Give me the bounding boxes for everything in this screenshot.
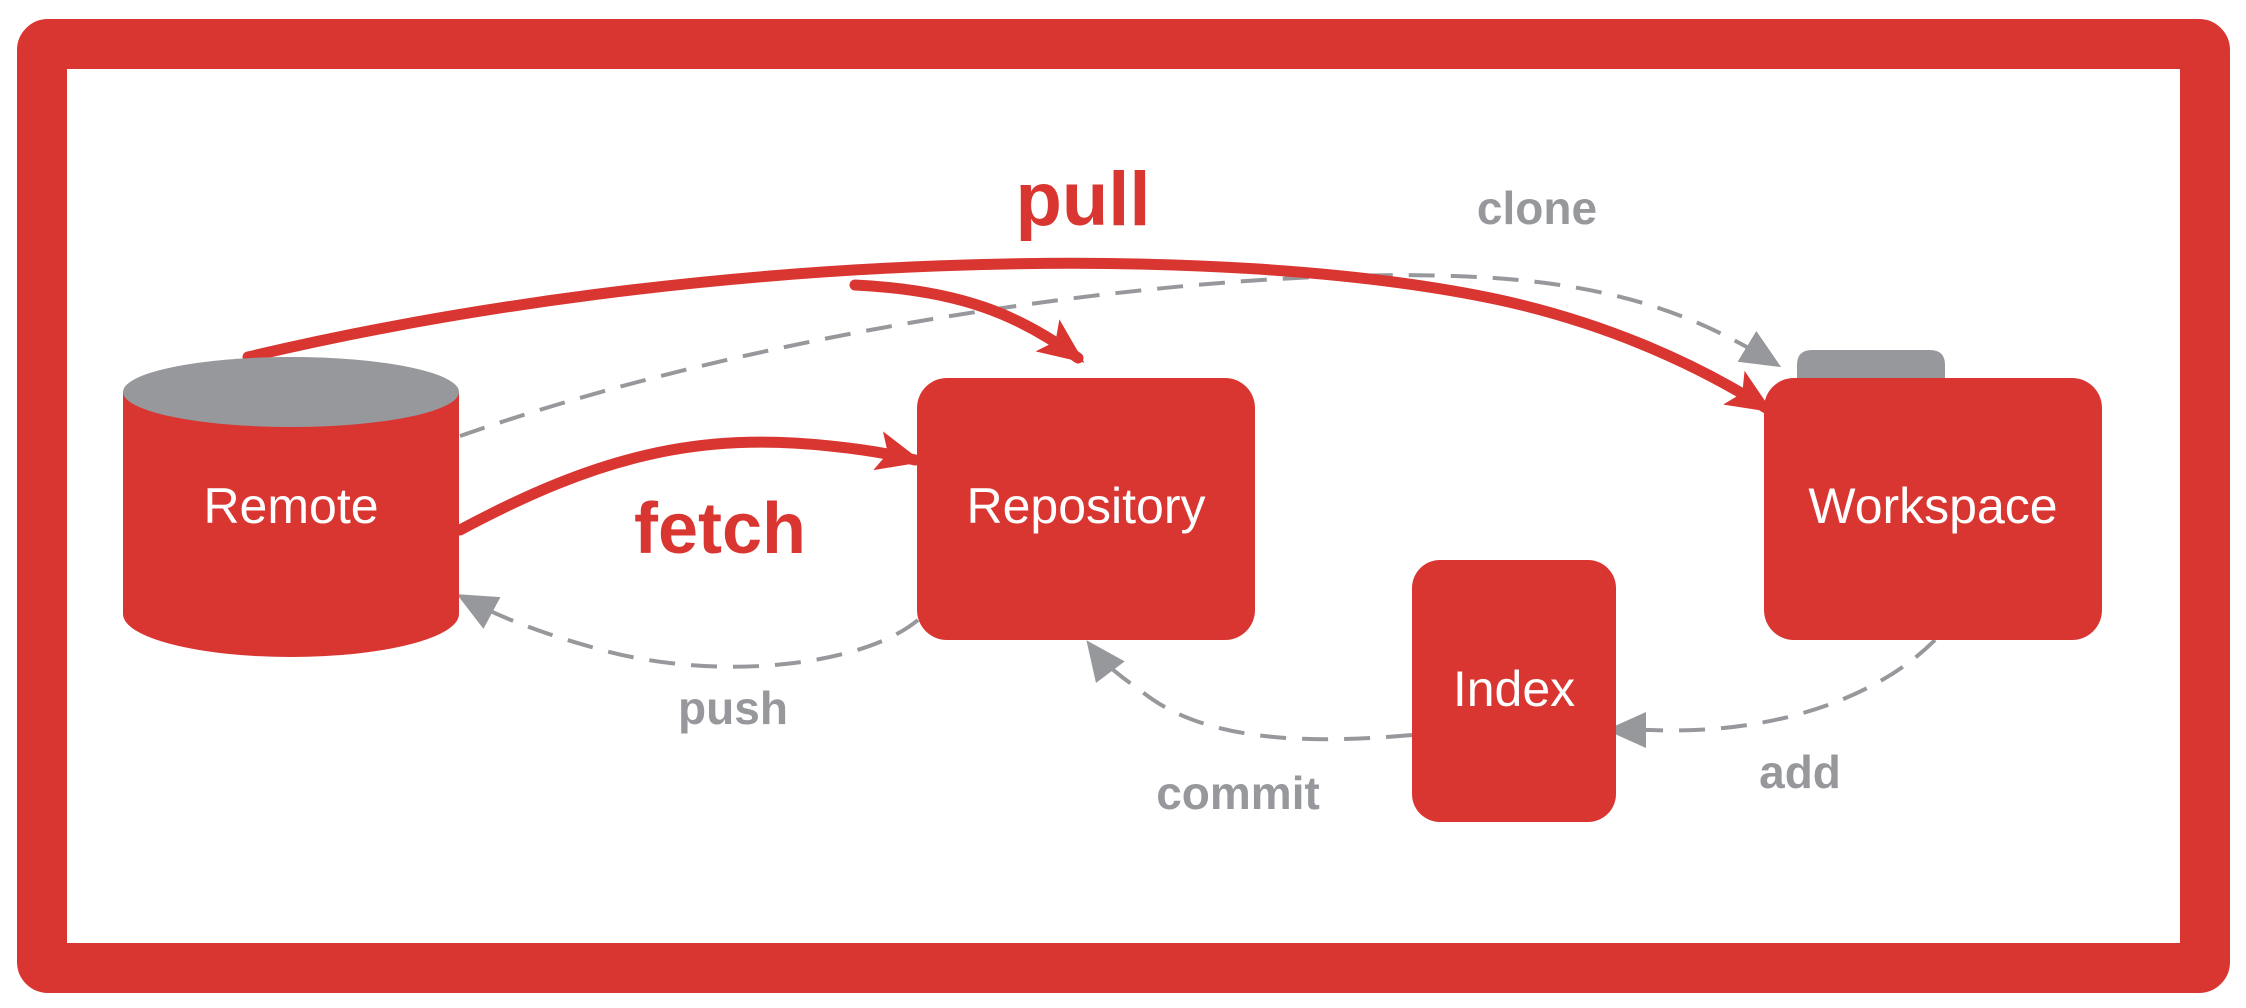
remote-label: Remote (203, 478, 378, 534)
workspace-label: Workspace (1808, 478, 2057, 534)
push-edge (456, 594, 920, 669)
pull-edge (242, 257, 1773, 414)
outer-frame (17, 19, 2230, 993)
clone-label: clone (1477, 182, 1597, 234)
add-label: add (1759, 746, 1841, 798)
add-edge (1606, 638, 1937, 748)
pull-label: pull (1015, 157, 1150, 242)
pull-branch-edge (849, 279, 1085, 364)
remote-node: Remote (123, 357, 459, 657)
fetch-label: fetch (634, 489, 806, 569)
repository-label: Repository (967, 478, 1206, 534)
commit-label: commit (1156, 767, 1320, 819)
fetch-edge (454, 431, 923, 536)
push-label: push (678, 682, 788, 734)
index-label: Index (1453, 661, 1575, 717)
index-node: Index (1412, 560, 1616, 822)
commit-edge (1086, 640, 1413, 742)
workspace-node: Workspace (1764, 350, 2102, 640)
repository-node: Repository (917, 378, 1255, 640)
database-cylinder-icon (123, 357, 459, 657)
folder-icon (1764, 350, 2102, 640)
